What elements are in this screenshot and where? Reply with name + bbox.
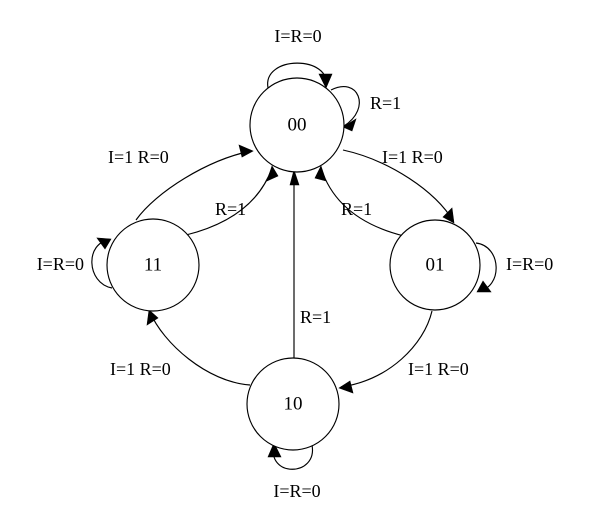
transition-01-00-label: R=1: [341, 199, 372, 219]
state-circle-11[interactable]: [106, 218, 200, 312]
transition-00-01-path: [342, 149, 454, 222]
state-circle-10[interactable]: [246, 357, 340, 451]
state-node-00[interactable]: 00: [249, 77, 345, 173]
self-loop-10-bottom-arrowhead: [267, 442, 282, 458]
self-loop-00-right-arrowhead: [342, 118, 357, 132]
state-circle-01[interactable]: [389, 219, 481, 311]
transition-10-00-label: R=1: [300, 307, 331, 327]
transition-01-10-arrowhead: [338, 380, 354, 394]
transition-01-10-path: [340, 310, 433, 388]
transition-10-11-path: [149, 311, 251, 386]
self-loop-01-right-label: I=R=0: [506, 254, 553, 274]
state-label-00: 00: [288, 114, 307, 135]
transition-10-00-arrowhead: [289, 168, 300, 186]
state-node-11[interactable]: 11: [106, 218, 200, 312]
transition-11-00-label: R=1: [215, 199, 246, 219]
transition-10-11-label: I=1 R=0: [110, 359, 171, 379]
state-node-01[interactable]: 01: [389, 219, 481, 311]
state-circle-00[interactable]: [249, 77, 345, 173]
transition-00-01-label: I=1 R=0: [382, 147, 443, 167]
transition-01-10-label: I=1 R=0: [408, 359, 469, 379]
self-loop-00-top-label: I=R=0: [274, 26, 321, 46]
self-loop-00-right-path: [330, 86, 360, 127]
state-label-01: 01: [426, 254, 445, 275]
self-loop-10-bottom-label: I=R=0: [273, 481, 320, 501]
state-label-10: 10: [284, 393, 303, 414]
transition-00-11-label: I=1 R=0: [108, 147, 169, 167]
self-loop-11-left-label: I=R=0: [37, 254, 84, 274]
self-loop-00-right-label: R=1: [370, 93, 401, 113]
transition-01-00-arrowhead: [314, 165, 327, 182]
self-loop-00-top-arrowhead: [318, 73, 333, 89]
self-loop-11-left-arrowhead: [96, 237, 112, 250]
transition-00-11-arrowhead: [238, 144, 254, 158]
self-loop-01-right-arrowhead: [476, 280, 492, 293]
transition-00-11-path: [135, 150, 252, 221]
transition-10-11-arrowhead: [146, 309, 159, 326]
state-node-10[interactable]: 10: [246, 357, 340, 451]
transition-00-01-arrowhead: [442, 207, 455, 224]
transition-11-00-arrowhead: [266, 165, 279, 182]
state-label-11: 11: [144, 254, 162, 275]
